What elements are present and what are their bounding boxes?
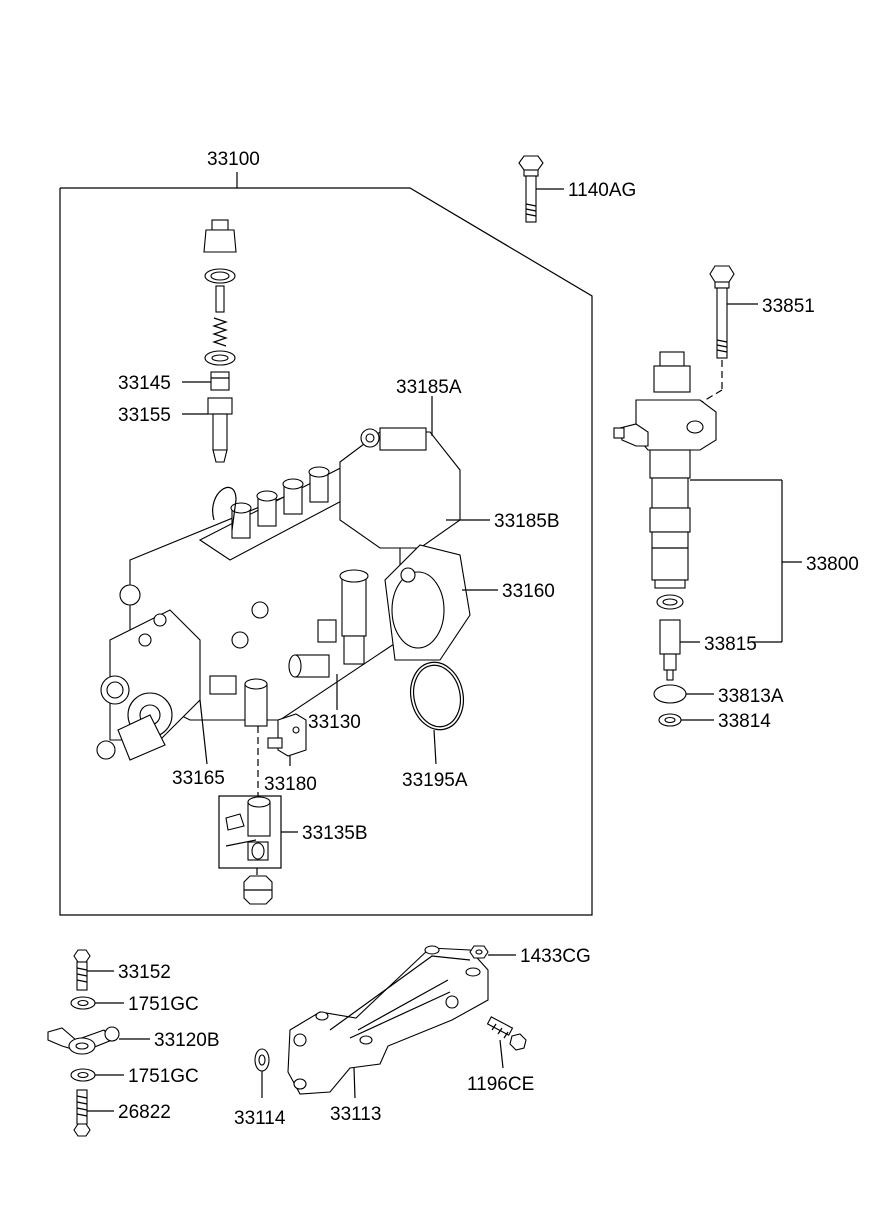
- label-33851[interactable]: 33851: [762, 296, 815, 317]
- label-1751gc-upper[interactable]: 1751GC: [128, 994, 199, 1015]
- bolt-1196ce-drawing: [486, 1016, 527, 1069]
- label-33155[interactable]: 33155: [118, 405, 171, 426]
- injection-pump-body: [96, 427, 471, 761]
- pump-plunger-heads: [230, 466, 330, 539]
- ring-33813a-drawing: [653, 684, 714, 704]
- label-1196ce[interactable]: 1196CE: [467, 1074, 534, 1095]
- label-33120b[interactable]: 33120B: [154, 1030, 220, 1051]
- injector-drawing: [613, 351, 802, 643]
- bolt-33152-drawing: [73, 949, 114, 991]
- washer-33814-drawing: [658, 713, 714, 727]
- label-33130[interactable]: 33130: [308, 712, 361, 733]
- label-33185a[interactable]: 33185A: [396, 377, 462, 398]
- label-33113[interactable]: 33113: [330, 1104, 381, 1125]
- part-33135b-group: [218, 726, 298, 905]
- label-33813a[interactable]: 33813A: [718, 686, 784, 707]
- oring-33195a-drawing: [410, 661, 464, 765]
- washer-1751gc-lower-drawing: [70, 1068, 124, 1082]
- label-33145[interactable]: 33145: [118, 373, 171, 394]
- label-1140ag[interactable]: 1140AG: [568, 180, 636, 201]
- banjo-33120b-drawing: [47, 1026, 150, 1055]
- bracket-33113-drawing: [287, 945, 489, 1099]
- label-33135b[interactable]: 33135B: [302, 823, 368, 844]
- bolt-26822-drawing: [73, 1089, 114, 1137]
- label-33185b[interactable]: 33185B: [494, 511, 560, 532]
- pump-leader-lines: [199, 396, 498, 765]
- bolt-1140ag-drawing: [518, 155, 564, 223]
- label-33160[interactable]: 33160: [502, 581, 555, 602]
- washer-33114-drawing: [254, 1048, 270, 1098]
- label-33814[interactable]: 33814: [718, 711, 771, 732]
- label-33800[interactable]: 33800: [806, 554, 859, 575]
- label-33100[interactable]: 33100: [207, 149, 260, 170]
- nozzle-33815-drawing: [656, 594, 700, 681]
- label-33114[interactable]: 33114: [234, 1108, 286, 1129]
- delivery-valve-stack: [182, 219, 237, 463]
- washer-1751gc-upper-drawing: [70, 996, 124, 1010]
- label-33165[interactable]: 33165: [172, 768, 225, 789]
- bolt-33851-drawing: [691, 265, 758, 409]
- label-33152[interactable]: 33152: [118, 962, 171, 983]
- label-1433cg[interactable]: 1433CG: [520, 946, 591, 967]
- label-33180[interactable]: 33180: [264, 774, 317, 795]
- pump-assembly-frame: [59, 172, 593, 916]
- label-33815[interactable]: 33815: [704, 634, 757, 655]
- clamp-33180-drawing: [267, 713, 307, 766]
- label-26822[interactable]: 26822: [118, 1102, 171, 1123]
- nut-1433cg-drawing: [469, 945, 516, 959]
- label-1751gc-lower[interactable]: 1751GC: [128, 1066, 199, 1087]
- label-33195a[interactable]: 33195A: [402, 770, 468, 791]
